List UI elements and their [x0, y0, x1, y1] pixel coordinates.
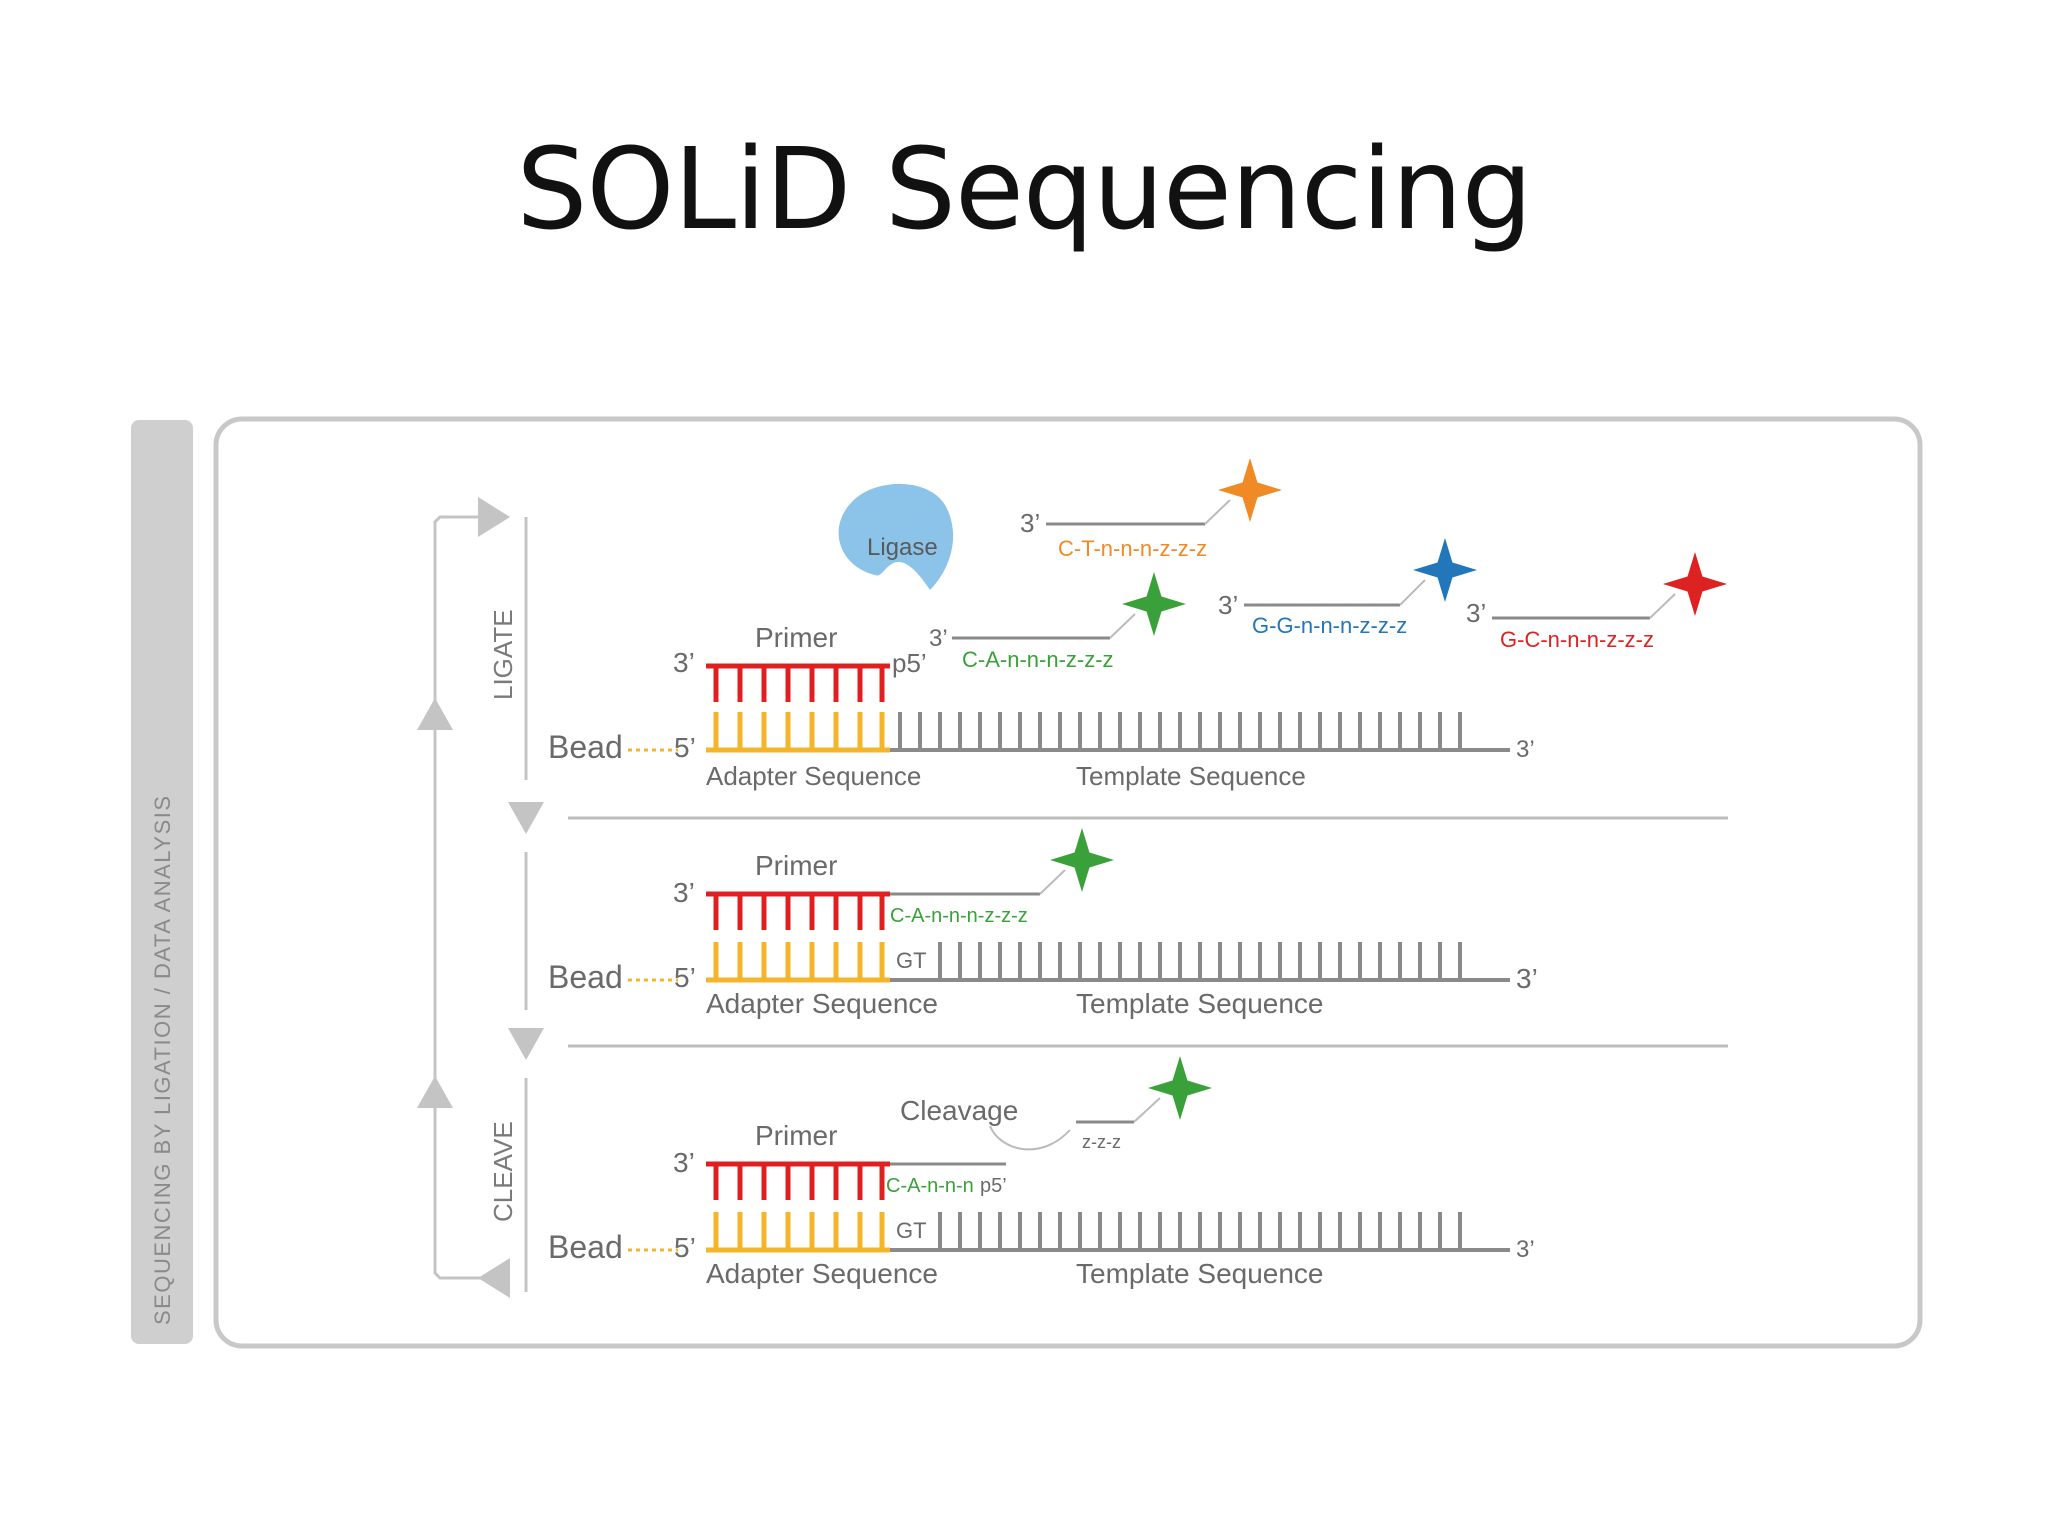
primer-label: Primer [755, 622, 837, 653]
ligate-label: LIGATE [488, 609, 518, 700]
ligated-probe-seq: C-A-n-n-n-z-z-z [890, 905, 1028, 927]
cleavage-label: Cleavage [900, 1095, 1018, 1126]
cleave-primer-label: Primer [755, 1120, 837, 1151]
adapter-ticks [713, 712, 885, 750]
adapter-5prime: 5’ [674, 732, 696, 763]
ligated-gt: GT [896, 948, 927, 973]
template-label: Template Sequence [1076, 761, 1306, 791]
slide-title: SOLiD Sequencing [516, 125, 1532, 255]
probe-gc-seq: G-C-n-n-n-z-z-z [1500, 627, 1654, 652]
probe-gg-3prime: 3’ [1218, 590, 1238, 620]
panel-ligated: C-A-n-n-n-z-z-z GT Primer 3’ Bead 5’ 3’ … [548, 828, 1538, 1019]
primer-3prime: 3’ [673, 647, 695, 678]
cleave-adapter-5prime: 5’ [674, 1232, 696, 1263]
adapter-label: Adapter Sequence [706, 761, 921, 791]
template-3prime: 3’ [1516, 736, 1535, 763]
bead-label: Bead [548, 729, 623, 765]
cleave-template-3prime: 3’ [1516, 1236, 1535, 1263]
p5-label: p5’ [892, 648, 927, 678]
cleave-adapter-label: Adapter Sequence [706, 1258, 938, 1289]
ligase-shape [838, 483, 954, 590]
primer-ticks [713, 666, 885, 702]
probe-ct-3prime: 3’ [1020, 508, 1040, 538]
panel-ligate: Primer 3’ p5’ Bead 5’ 3’ Adapter Sequenc… [548, 458, 1727, 791]
diagram-frame [213, 416, 1923, 1349]
ligated-primer-3prime: 3’ [673, 877, 695, 908]
ligase-label: Ligase [867, 534, 938, 561]
cleave-template-label: Template Sequence [1076, 1258, 1324, 1289]
ligated-primer-label: Primer [755, 850, 837, 881]
cleave-gt: GT [896, 1218, 927, 1243]
cleaved-probe-seq: C-A-n-n-n [886, 1175, 974, 1197]
cleave-bead-label: Bead [548, 1229, 623, 1265]
probe-gg-seq: G-G-n-n-n-z-z-z [1252, 613, 1407, 638]
cleaved-zzz: z-z-z [1082, 1132, 1121, 1152]
cleavage-arc [989, 1125, 1071, 1151]
cycle-arrows [417, 497, 544, 1298]
probe-ct-seq: C-T-n-n-n-z-z-z [1058, 536, 1207, 561]
ligated-template-3prime: 3’ [1516, 963, 1538, 994]
panel-cleave: C-A-n-n-n p5’ Cleavage z-z-z GT Primer 3… [548, 1056, 1535, 1289]
cleave-label: CLEAVE [488, 1121, 518, 1222]
ligated-adapter-5prime: 5’ [674, 962, 696, 993]
cleave-primer-3prime: 3’ [673, 1147, 695, 1178]
probe-gc-3prime: 3’ [1466, 598, 1486, 628]
ligated-template-label: Template Sequence [1076, 988, 1324, 1019]
ligated-adapter-label: Adapter Sequence [706, 988, 938, 1019]
probe-ca-3prime: 3’ [929, 625, 948, 652]
probe-ca-seq: C-A-n-n-n-z-z-z [962, 647, 1114, 672]
ligated-bead-label: Bead [548, 959, 623, 995]
cleaved-p5: p5’ [980, 1175, 1007, 1197]
template-ticks [898, 712, 1462, 750]
side-label: SEQUENCING BY LIGATION / DATA ANALYSIS [150, 794, 175, 1325]
side-bar [131, 420, 193, 1344]
